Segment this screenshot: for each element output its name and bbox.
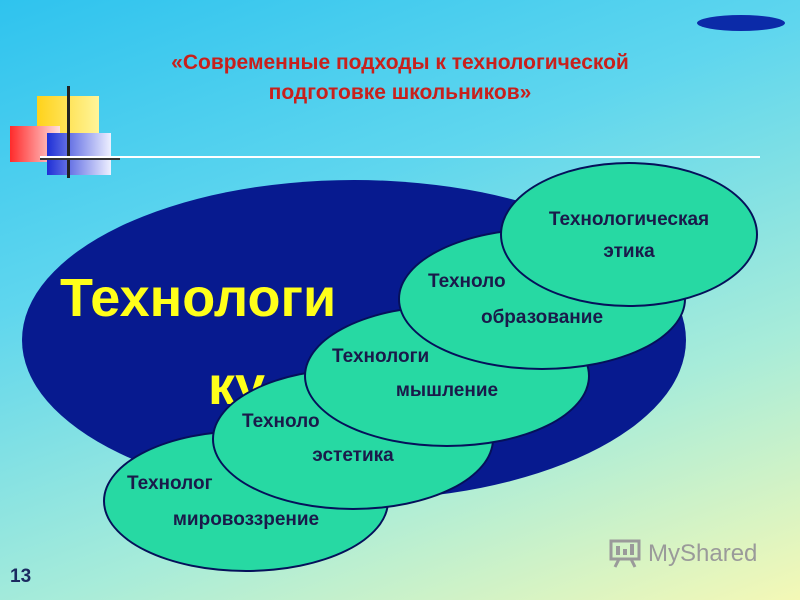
oval-label-bottom: мышление [395, 380, 499, 401]
decorative-pill [697, 15, 785, 31]
oval-label-top: Техноло [242, 411, 320, 432]
title-underline [40, 156, 760, 158]
oval-label-top: Технолог [127, 473, 213, 494]
oval-label-bottom: мировоззрение [172, 509, 320, 530]
oval-label-bottom: этика [603, 241, 655, 262]
oval-label-top: Техноло [428, 271, 506, 292]
watermark-text: MyShared [648, 540, 758, 567]
page-number: 13 [10, 566, 32, 587]
presentation-board-icon [609, 539, 641, 568]
watermark-logo: MyShared [608, 536, 768, 570]
oval-ethics: Технологическая этика [500, 162, 758, 307]
oval-label-bottom: эстетика [312, 445, 394, 466]
oval-label-top: Технологи [332, 346, 430, 367]
title-line-2: подготовке школьников» [268, 81, 532, 104]
oval-label-bottom: образование [480, 307, 604, 328]
decorative-short-line [40, 158, 120, 160]
decorative-square-blue [47, 133, 111, 175]
central-text-line-1: Технологи [60, 268, 337, 328]
decorative-vertical-line [67, 86, 70, 178]
oval-label-top: Технологическая [548, 209, 710, 230]
slide-title: «Современные подходы к технологической п… [60, 48, 740, 108]
title-line-1: «Современные подходы к технологической [171, 51, 629, 74]
